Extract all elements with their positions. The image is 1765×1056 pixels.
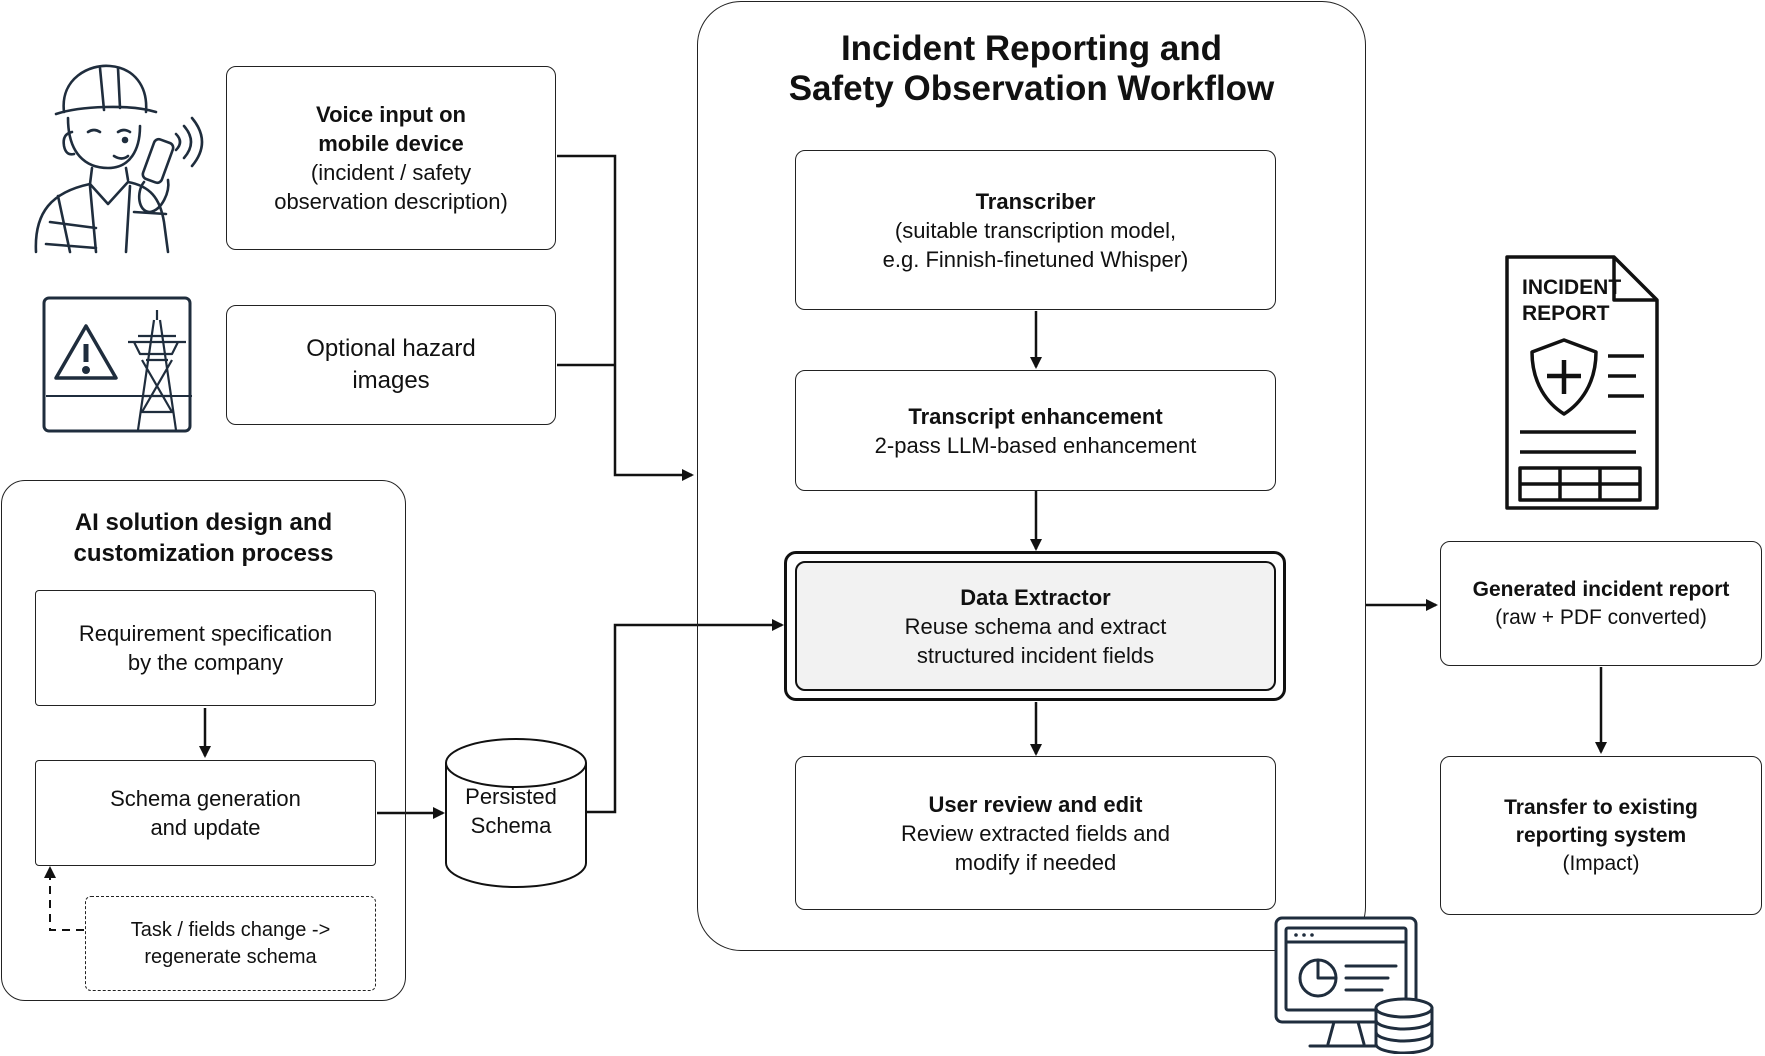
incident-report-document-icon: INCIDENT REPORT — [1505, 255, 1659, 510]
workflow-container: Incident Reporting and Safety Observatio… — [697, 1, 1366, 951]
user-review-box: User review and edit Review extracted fi… — [795, 756, 1276, 910]
transfer-system-box: Transfer to existing reporting system (I… — [1440, 756, 1762, 915]
persisted-schema-cylinder — [445, 738, 587, 888]
regenerate-dashed-arrow — [44, 866, 84, 931]
transcriber-box: Transcriber (suitable transcription mode… — [795, 150, 1276, 310]
persisted-to-extractor-arrow — [586, 619, 784, 814]
schema-generation-box: Schema generation and update — [35, 760, 376, 866]
task-change-box: Task / fields change -> regenerate schem… — [85, 896, 376, 991]
report-icon-line2: REPORT — [1522, 302, 1610, 325]
workflow-title: Incident Reporting and Safety Observatio… — [788, 29, 1275, 108]
report-icon-line1: INCIDENT — [1522, 276, 1621, 299]
hazard-images-box: Optional hazard images — [226, 305, 556, 425]
ai-design-title: AI solution design and customization pro… — [73, 509, 334, 567]
persisted-schema-label: Persisted Schema — [465, 784, 557, 838]
construction-worker-icon — [34, 64, 204, 254]
voice-to-workflow-arrow — [557, 154, 694, 481]
dashboard-database-icon — [1274, 916, 1434, 1054]
data-extractor-box: Data Extractor Reuse schema and extract … — [795, 561, 1276, 691]
requirement-spec-box: Requirement specification by the company — [35, 590, 376, 706]
hazard-warning-icon — [42, 296, 192, 433]
voice-input-box: Voice input on mobile device (incident /… — [226, 66, 556, 250]
ai-design-container: AI solution design and customization pro… — [1, 480, 406, 1001]
transcript-enhancement-box: Transcript enhancement 2-pass LLM-based … — [795, 370, 1276, 491]
generated-report-box: Generated incident report (raw + PDF con… — [1440, 541, 1762, 666]
